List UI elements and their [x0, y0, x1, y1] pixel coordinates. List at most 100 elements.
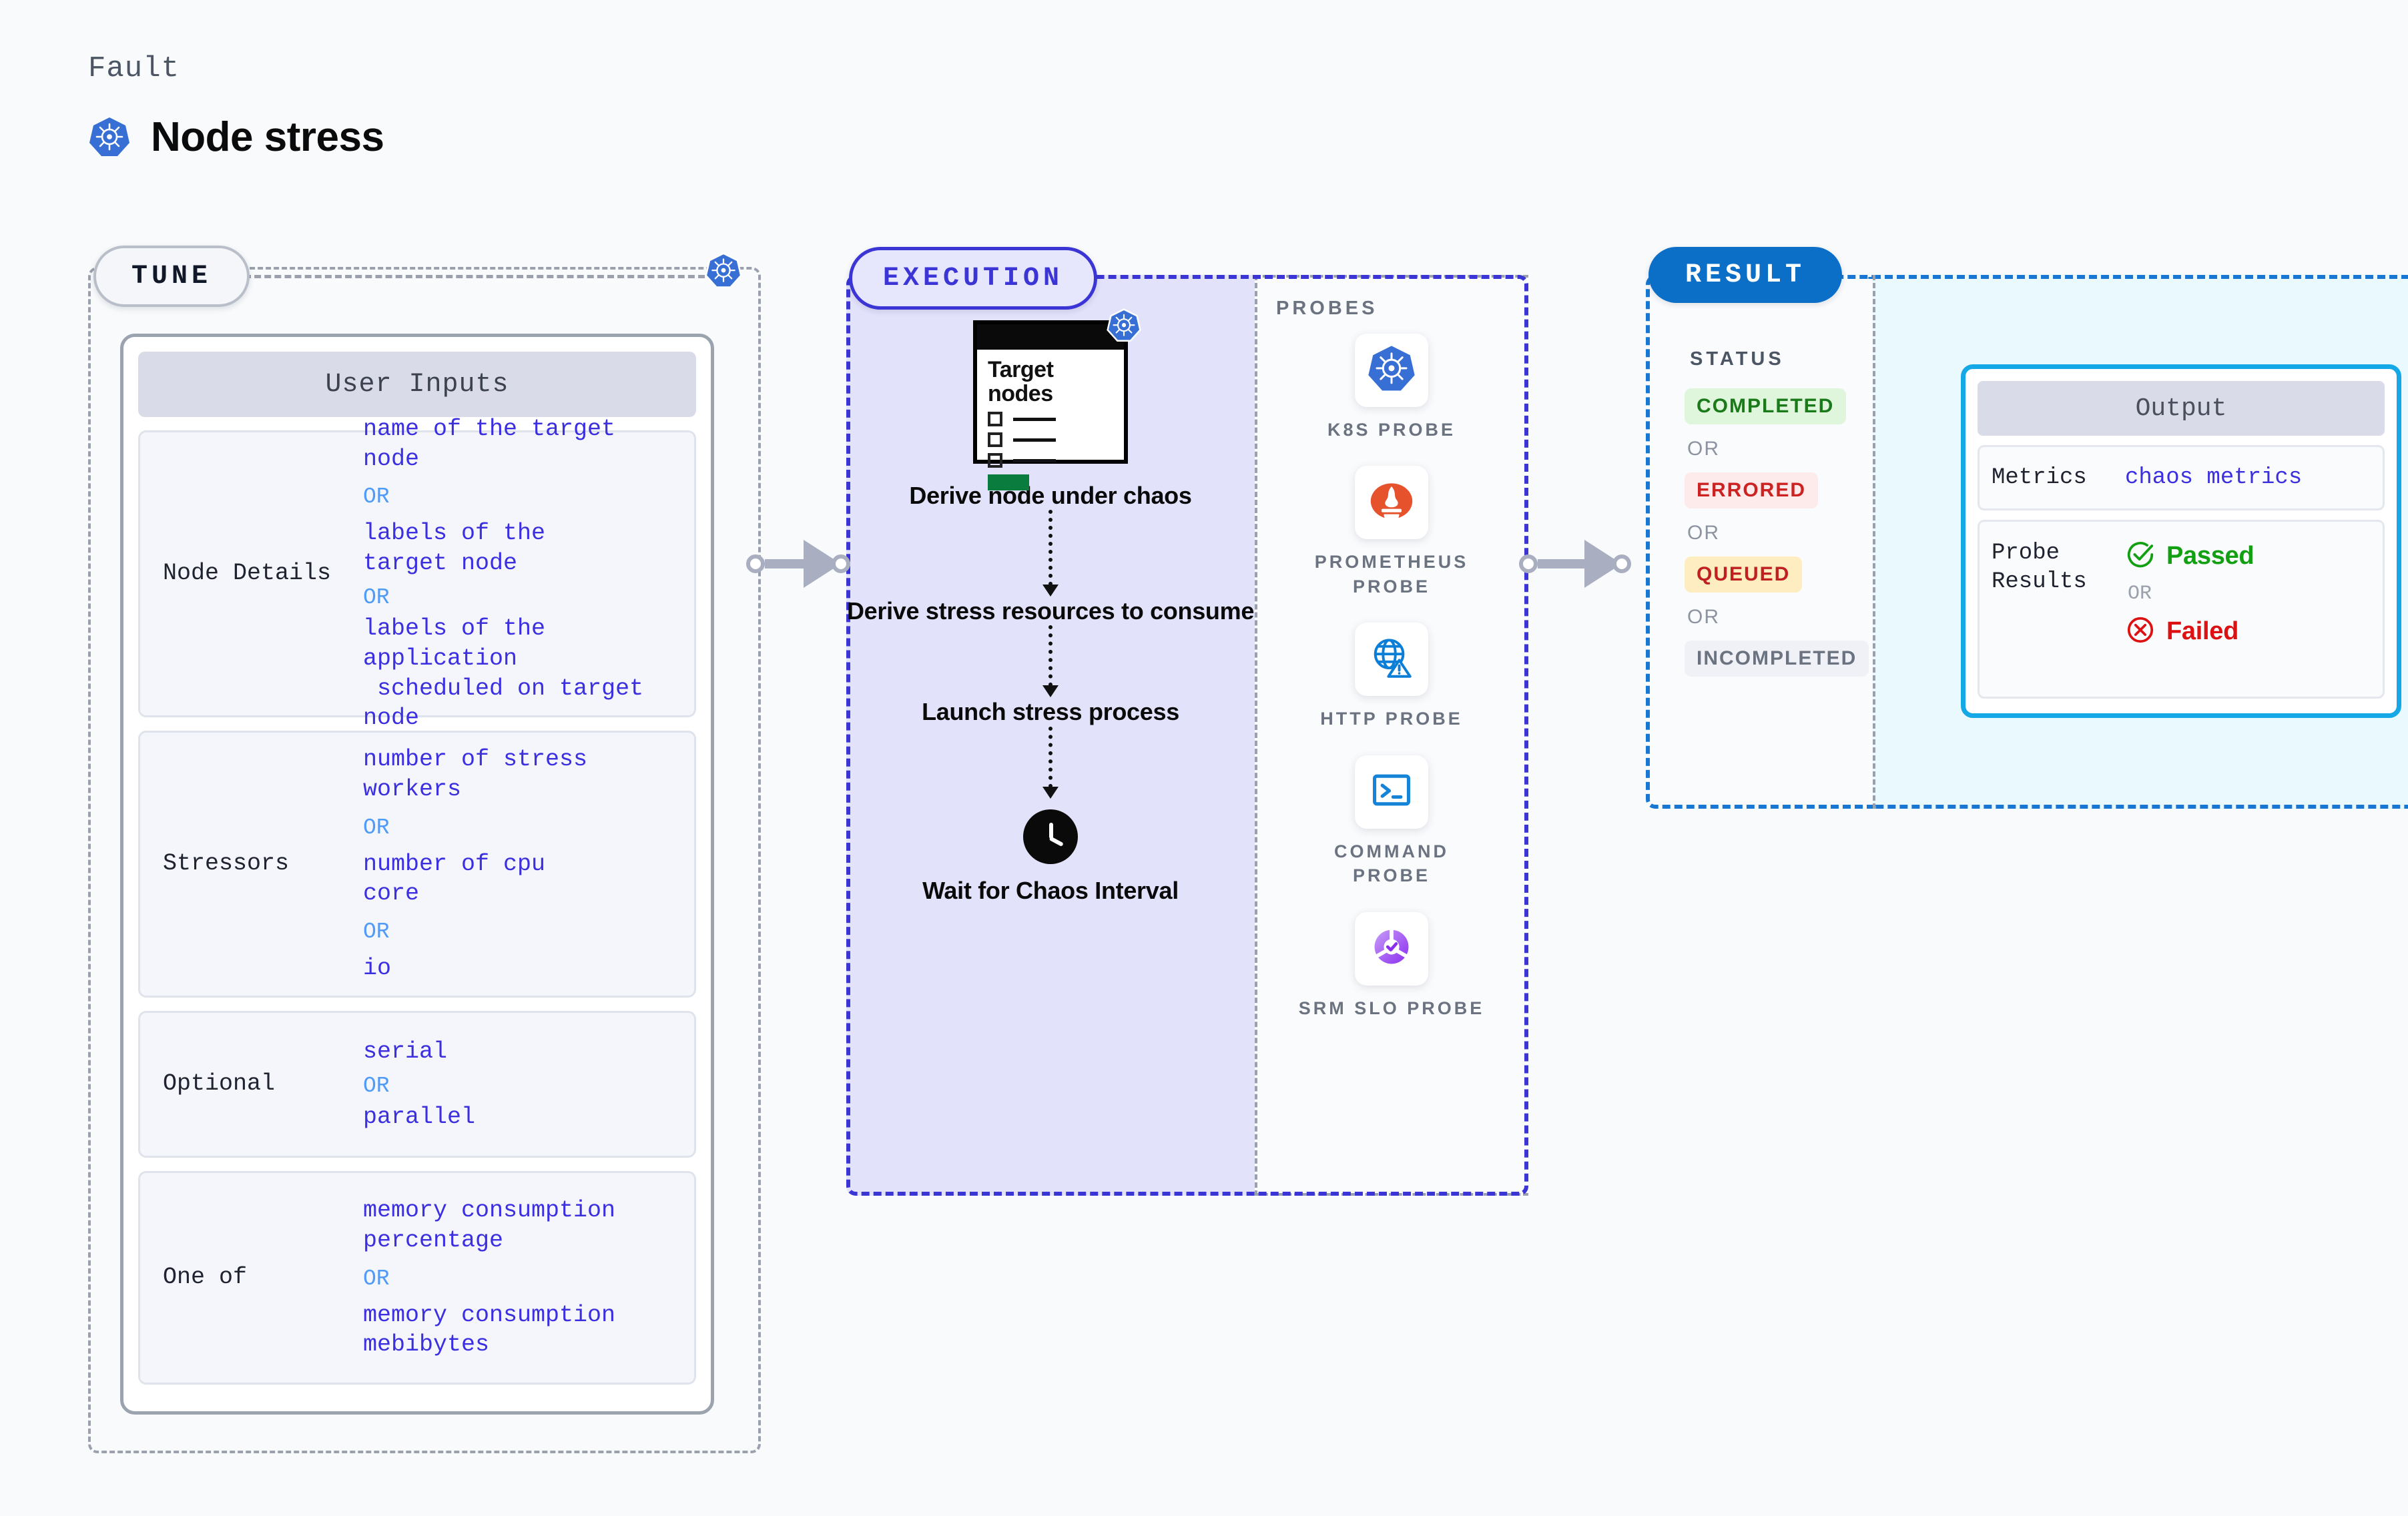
or-separator: OR [1687, 522, 1720, 544]
flow-arrow [1042, 510, 1059, 597]
clock-icon [1023, 809, 1078, 864]
input-group-label: Optional [163, 1070, 276, 1098]
input-group-one-of: One of memory consumption percentage OR … [138, 1171, 696, 1385]
flow-arrow [1042, 625, 1059, 698]
or-separator: OR [363, 1073, 390, 1098]
output-row-metrics: Metrics chaos metrics [1978, 445, 2385, 510]
probes-region [1255, 275, 1528, 1196]
or-separator: OR [363, 1266, 390, 1291]
execution-region [846, 275, 1528, 1196]
terminal-icon [1367, 765, 1416, 818]
probe-list: K8S PROBE PROMETHEUS PROBE [1255, 334, 1528, 1020]
probe-icon-tile [1355, 334, 1428, 407]
connector-tune-to-execution [746, 540, 860, 588]
connector-bar [765, 559, 805, 568]
input-group-values: memory consumption percentage OR memory … [363, 1196, 681, 1360]
or-separator: OR [2128, 583, 2152, 605]
probes-section-label: PROBES [1276, 298, 1378, 319]
connector-end-dot [1612, 554, 1631, 573]
output-row-key: Probe Results [1992, 540, 2087, 595]
tune-dashed-connector-line [244, 275, 705, 278]
status-badge-incompleted: INCOMPLETED [1685, 641, 1869, 677]
or-separator: OR [363, 919, 390, 945]
card-accent-bar [988, 474, 1029, 491]
page-title: Node stress [151, 114, 384, 160]
card-checklist-row [988, 453, 1124, 468]
probe-item-command[interactable]: COMMAND PROBE [1298, 755, 1485, 888]
checkbox-icon [988, 412, 1002, 427]
input-value: number of stress workers [363, 746, 588, 803]
input-value: io [363, 955, 392, 982]
or-separator: OR [363, 484, 390, 510]
checkbox-icon [988, 432, 1002, 448]
connector-start-dot [746, 554, 765, 573]
input-group-label: One of [163, 1264, 248, 1291]
target-nodes-card-title: Target nodes [988, 357, 1054, 407]
input-group-values: serial OR parallel [363, 1037, 681, 1132]
probe-label: PROMETHEUS PROBE [1314, 552, 1469, 597]
fault-eyebrow-label: Fault [88, 52, 180, 85]
probe-item-k8s[interactable]: K8S PROBE [1298, 334, 1485, 442]
connector-execution-to-result [1519, 540, 1652, 588]
probe-icon-tile [1355, 466, 1428, 540]
status-section-label: STATUS [1690, 348, 1785, 370]
or-separator: OR [363, 585, 390, 610]
target-nodes-card: Target nodes [973, 308, 1141, 491]
kubernetes-icon [88, 116, 131, 159]
card-checklist-row [988, 432, 1124, 448]
probe-result-passed: Passed [2125, 539, 2371, 573]
input-group-label: Stressors [163, 850, 290, 877]
output-card: Output Metrics chaos metrics Probe Resul… [1961, 364, 2401, 718]
status-badge-queued: QUEUED [1685, 556, 1803, 593]
input-value: parallel [363, 1103, 476, 1130]
probe-result-label: Passed [2166, 542, 2254, 570]
output-row-value: chaos metrics [2125, 465, 2303, 490]
status-badge-errored: ERRORED [1685, 472, 1819, 508]
probe-label: HTTP PROBE [1320, 709, 1463, 729]
card-checklist-row [988, 412, 1124, 427]
probe-label: SRM SLO PROBE [1298, 998, 1485, 1018]
tune-stage-pill[interactable]: TUNE [93, 246, 250, 307]
or-separator: OR [1687, 438, 1720, 460]
result-stage-pill[interactable]: RESULT [1648, 247, 1842, 303]
input-group-node-details: Node Details name of the target node OR … [138, 416, 696, 731]
result-status-region [1646, 275, 1873, 809]
connector-end-dot [832, 554, 850, 573]
probe-icon-tile [1355, 623, 1428, 697]
probe-result-failed: Failed [2125, 615, 2371, 649]
flow-arrow [1042, 726, 1059, 799]
probe-label: K8S PROBE [1327, 420, 1456, 440]
result-divider [1873, 275, 1875, 809]
execution-flow: Target nodes Derive node under chaos Der… [846, 308, 1255, 905]
input-group-stressors: Stressors number of stress workers OR nu… [138, 731, 696, 998]
or-separator: OR [1687, 606, 1720, 628]
connector-start-dot [1519, 554, 1538, 573]
card-titlebar [977, 324, 1124, 350]
input-group-optional: Optional serial OR parallel [138, 1011, 696, 1158]
input-value: memory consumption percentage [363, 1196, 616, 1254]
srm-slo-icon [1367, 922, 1416, 975]
check-circle-icon [2125, 539, 2156, 573]
execution-step-label: Derive node under chaos [909, 482, 1192, 509]
input-value: name of the target node [363, 415, 616, 472]
execution-step-label: Wait for Chaos Interval [922, 876, 1179, 904]
status-list: COMPLETED OR ERRORED OR QUEUED OR INCOMP… [1685, 388, 1885, 677]
probe-item-srm-slo[interactable]: SRM SLO PROBE [1298, 911, 1485, 1020]
probe-item-prometheus[interactable]: PROMETHEUS PROBE [1298, 466, 1485, 599]
input-group-label: Node Details [163, 560, 332, 587]
input-group-values: number of stress workers OR number of cp… [363, 745, 681, 984]
input-group-values: name of the target node OR labels of the… [363, 414, 681, 733]
placeholder-line [1013, 458, 1056, 462]
kubernetes-icon [1367, 344, 1416, 397]
probe-icon-tile [1355, 755, 1428, 829]
execution-stage-pill[interactable]: EXECUTION [849, 247, 1097, 310]
input-value: labels of the target node [363, 520, 546, 577]
tune-region [88, 267, 761, 1453]
placeholder-line [1013, 417, 1056, 421]
output-row-probe-results: Probe Results Passed OR [1978, 520, 2385, 699]
input-value: number of cpu core [363, 850, 546, 907]
probe-item-http[interactable]: HTTP PROBE [1298, 623, 1485, 731]
x-circle-icon [2125, 615, 2156, 649]
output-row-key: Metrics [1992, 464, 2087, 490]
user-inputs-card: User Inputs Node Details name of the tar… [120, 334, 714, 1415]
